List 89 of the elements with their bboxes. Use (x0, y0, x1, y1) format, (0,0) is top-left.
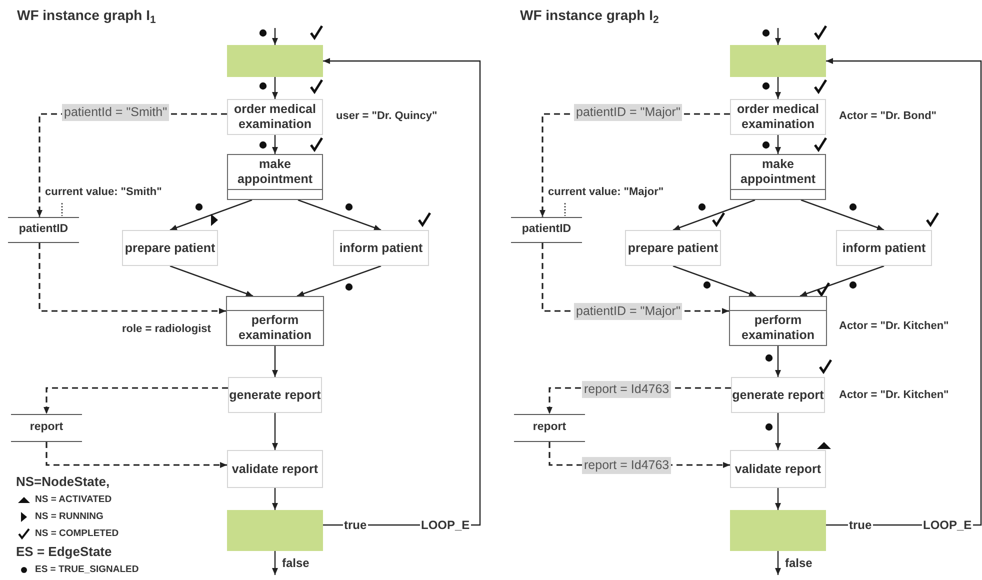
task-box (228, 377, 322, 413)
task-box (729, 296, 827, 346)
task-box (730, 450, 826, 488)
annotation-text: user = "Dr. Quincy" (336, 109, 438, 124)
control-flow-arrow (272, 551, 278, 575)
task-box (625, 230, 721, 266)
control-flow-arrow (775, 135, 781, 154)
data-flow-arrow (46, 442, 227, 468)
task-label: inform patient (842, 240, 926, 256)
loop-block (730, 510, 826, 551)
task-label: prepare patient (628, 240, 718, 256)
data-element-label: report (532, 420, 566, 436)
task-label: perform examination (238, 313, 312, 343)
graph-title: WF instance graph I$_{1}$ (17, 6, 156, 24)
data-element (511, 217, 582, 243)
control-flow-arrow (170, 265, 254, 297)
data-element-label: report (30, 420, 64, 436)
task-box (333, 230, 429, 266)
control-flow-arrow (775, 551, 781, 575)
control-flow-arrow (775, 77, 781, 99)
control-flow-arrow (272, 488, 278, 510)
loop-block (227, 510, 323, 551)
legend-text: ES = TRUE_SIGNALED (35, 563, 139, 577)
task-box (836, 230, 932, 266)
data-element-label: patientID (18, 222, 68, 238)
control-flow-arrow (672, 265, 756, 297)
legend-text: NS = COMPLETED (35, 527, 119, 541)
legend-text: NS = RUNNING (35, 510, 104, 524)
task-label: prepare patient (124, 240, 216, 256)
annotation-text: role = radiologist (122, 322, 211, 337)
control-flow-arrow (170, 199, 252, 231)
loop-label: LOOP_E (922, 518, 973, 533)
legend-heading: NS=NodeState, (16, 474, 110, 490)
task-label: order medical examination (233, 102, 317, 132)
task-label: generate report (732, 388, 824, 402)
task-label: validate report (734, 462, 822, 476)
task-label: generate report (229, 388, 321, 402)
control-flow-arrow (272, 77, 278, 99)
control-flow-arrow (775, 413, 781, 450)
task-box (227, 99, 323, 135)
data-element (8, 217, 79, 243)
loop-label: LOOP_E (420, 518, 471, 533)
task-box (227, 154, 323, 200)
control-flow-arrow (826, 58, 982, 526)
task-label: validate report (232, 462, 318, 476)
edge-label: patientId = "Smith" (62, 104, 170, 121)
control-flow-arrow (272, 346, 278, 377)
task-box (730, 99, 826, 135)
loop-block (227, 45, 323, 77)
control-flow-arrow (800, 265, 884, 297)
control-flow-arrow (272, 413, 278, 450)
control-flow-arrow (775, 346, 781, 377)
data-element-label: patientID (522, 222, 572, 238)
control-flow-arrow (272, 28, 278, 45)
annotation-text: current value: "Smith" (45, 185, 162, 200)
data-element (514, 414, 585, 442)
task-label: perform examination (740, 313, 816, 343)
control-flow-arrow (296, 265, 382, 297)
task-box (226, 296, 324, 346)
annotation-text: Actor = "Dr. Kitchen" (839, 388, 949, 403)
edge-label: report = Id4763 (582, 457, 672, 474)
task-label: make appointment (236, 157, 314, 187)
legend-heading: ES = EdgeState (16, 544, 112, 560)
task-label: order medical examination (736, 102, 820, 132)
edge-label: report = Id4763 (582, 381, 672, 398)
loop-block (730, 45, 826, 77)
annotation-text: Actor = "Dr. Bond" (839, 109, 937, 124)
edge-label: patientID = "Major" (574, 104, 682, 121)
task-label: inform patient (339, 240, 423, 256)
graph-title: WF instance graph I$_{2}$ (520, 6, 659, 24)
data-flow-arrow (44, 387, 228, 414)
control-flow-arrow (272, 135, 278, 154)
control-flow-arrow (800, 199, 884, 231)
edge-label: patientID = "Major" (574, 303, 682, 320)
annotation-text: current value: "Major" (548, 185, 664, 200)
control-flow-arrow (672, 199, 756, 231)
annotation-text: Actor = "Dr. Kitchen" (839, 319, 949, 334)
control-flow-arrow (775, 28, 781, 45)
control-flow-arrow (775, 488, 781, 510)
data-flow-arrow (38, 243, 226, 314)
legend-text: NS = ACTIVATED (35, 493, 112, 507)
data-element (11, 414, 82, 442)
control-flow-arrow (298, 199, 382, 231)
task-box (122, 230, 218, 266)
task-box (731, 377, 825, 413)
control-flow-arrow (323, 58, 481, 526)
task-box (227, 450, 323, 488)
task-label: make appointment (740, 157, 816, 187)
task-box (730, 154, 826, 200)
